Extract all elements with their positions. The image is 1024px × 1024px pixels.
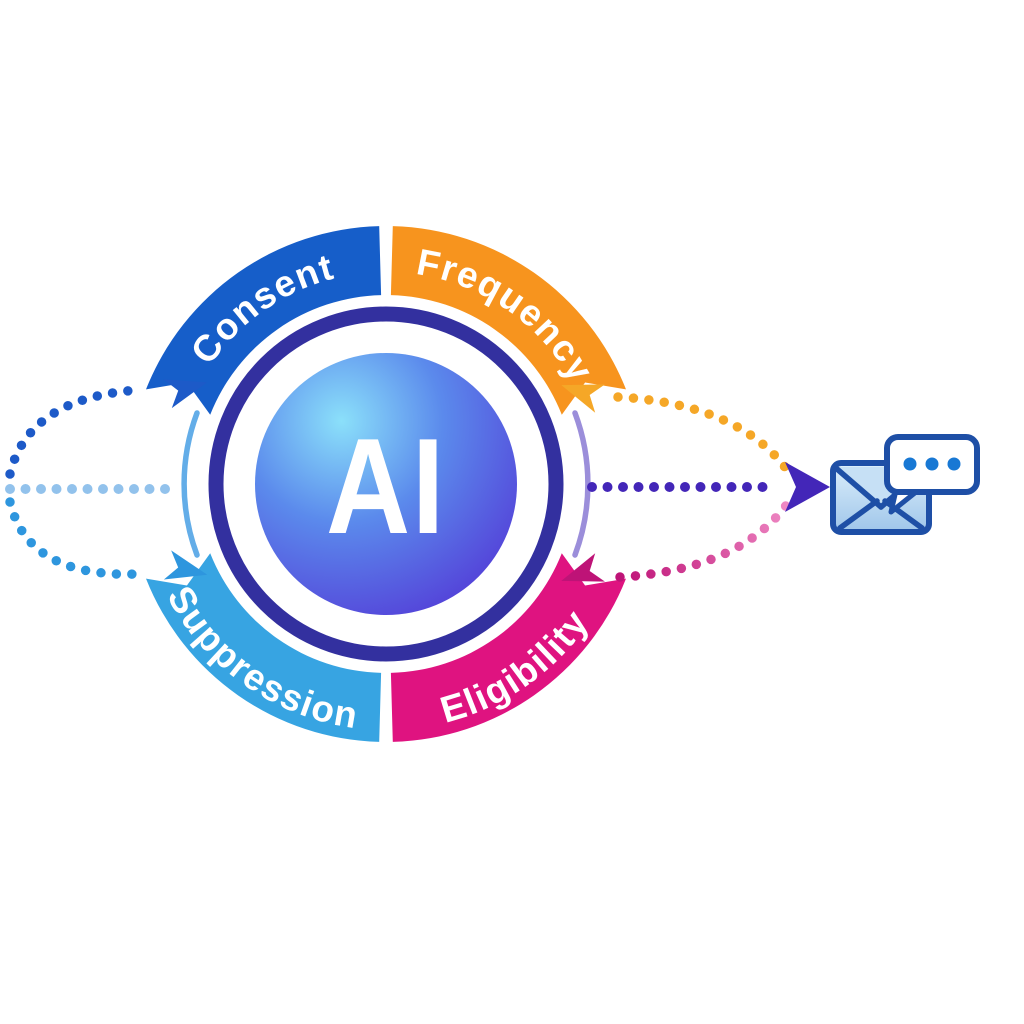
ai-core-circle bbox=[255, 353, 517, 615]
dotted-arc-left-bottom bbox=[5, 497, 143, 579]
segment-consent bbox=[146, 226, 382, 415]
envelope-message-icon bbox=[830, 434, 980, 535]
ai-label: AI bbox=[326, 410, 446, 562]
segment-eligibility bbox=[390, 553, 626, 742]
arrow-icon-output bbox=[785, 462, 830, 512]
typing-dots-icon bbox=[903, 457, 961, 471]
right-accent-arc bbox=[572, 410, 591, 558]
dotted-arc-right-bottom bbox=[615, 495, 795, 582]
segment-frequency bbox=[390, 226, 626, 415]
segment-suppression bbox=[146, 553, 382, 742]
inner-ring bbox=[208, 306, 564, 662]
dotted-arc-left-top bbox=[5, 385, 143, 479]
left-accent-arc bbox=[181, 410, 200, 558]
dotted-arc-right-top bbox=[613, 392, 795, 479]
